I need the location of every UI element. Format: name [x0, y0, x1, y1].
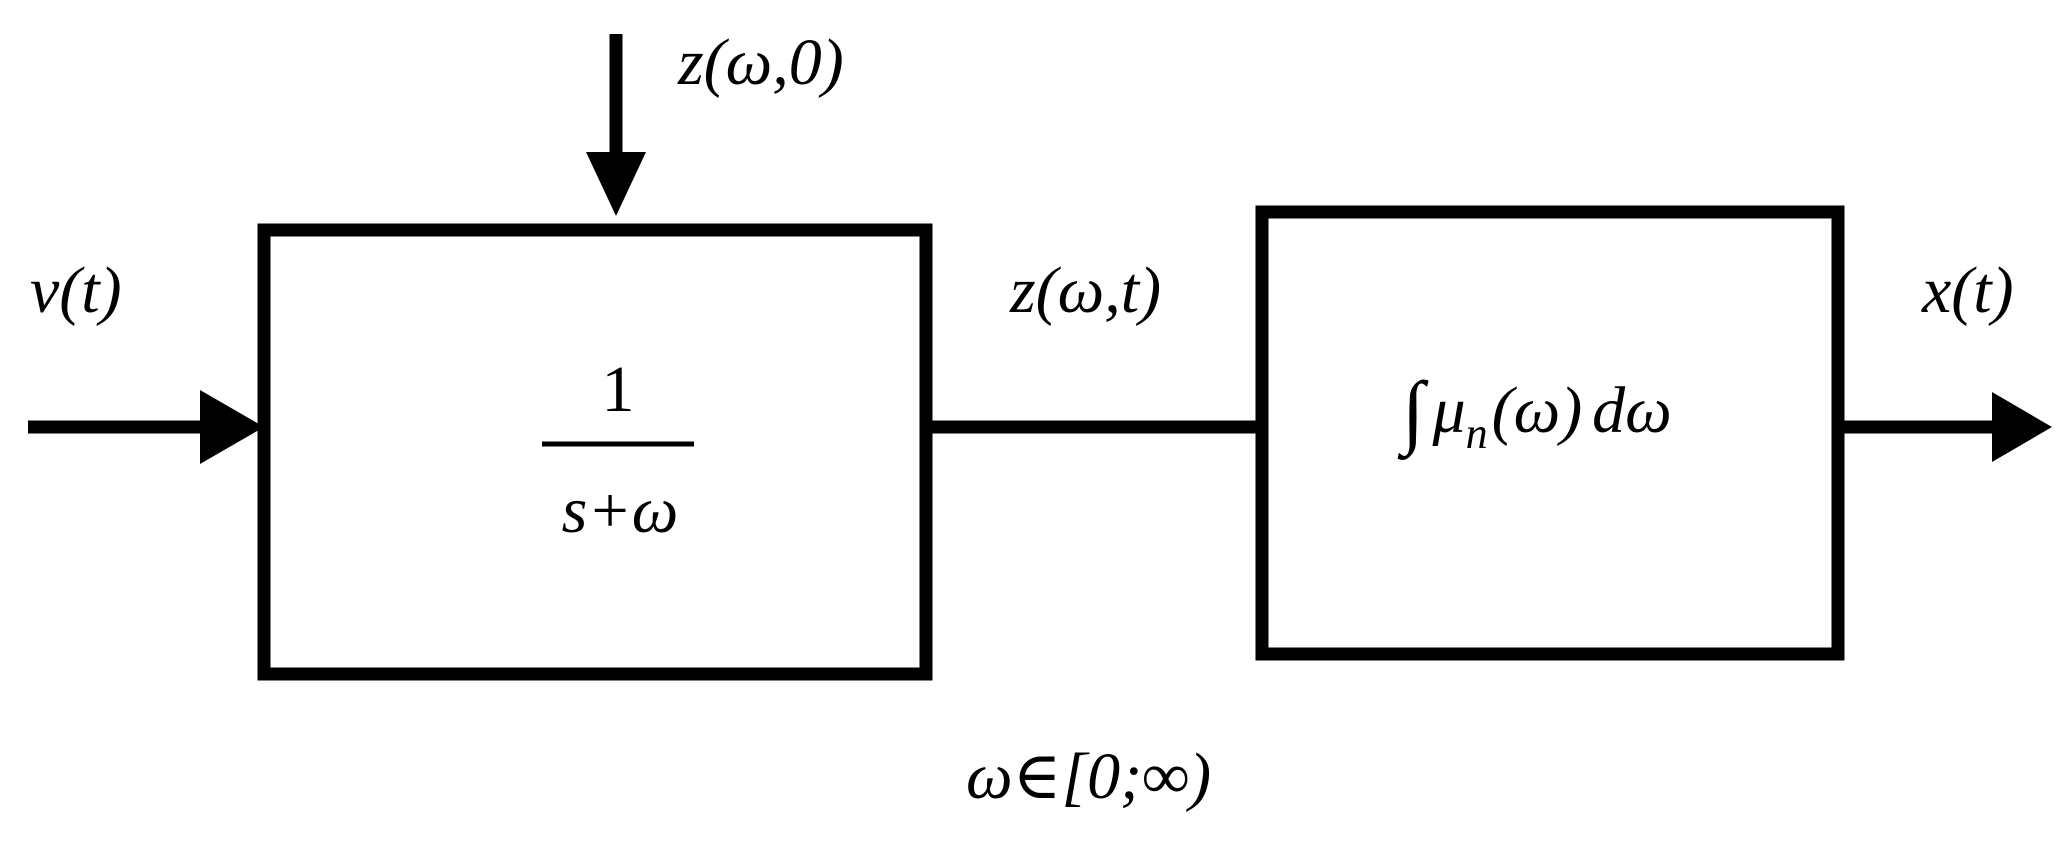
mu-symbol: μ — [1432, 374, 1466, 447]
input-arrowhead — [200, 390, 264, 464]
omega-domain-label: ω∈[0;∞) — [966, 740, 1212, 813]
output-signal-label: x(t) — [1922, 254, 2014, 327]
integral-sign: ∫ — [1402, 365, 1425, 456]
output-arrowhead — [1992, 392, 2052, 462]
mu-subscript: n — [1465, 409, 1488, 458]
integral-differential: dω — [1592, 374, 1672, 447]
transfer-function-block — [257, 223, 933, 681]
intermediate-signal-label: z(ω,t) — [1010, 254, 1162, 327]
integral-argument: (ω) — [1491, 374, 1583, 447]
input-signal-label: v(t) — [30, 254, 122, 327]
integral-expression: ∫μn(ω)dω — [1402, 364, 1672, 456]
fraction-numerator: 1 — [601, 353, 635, 426]
fraction-denominator: s+ω — [561, 474, 679, 547]
initial-condition-arrowhead — [586, 152, 646, 216]
initial-condition-label: z(ω,0) — [678, 26, 844, 99]
